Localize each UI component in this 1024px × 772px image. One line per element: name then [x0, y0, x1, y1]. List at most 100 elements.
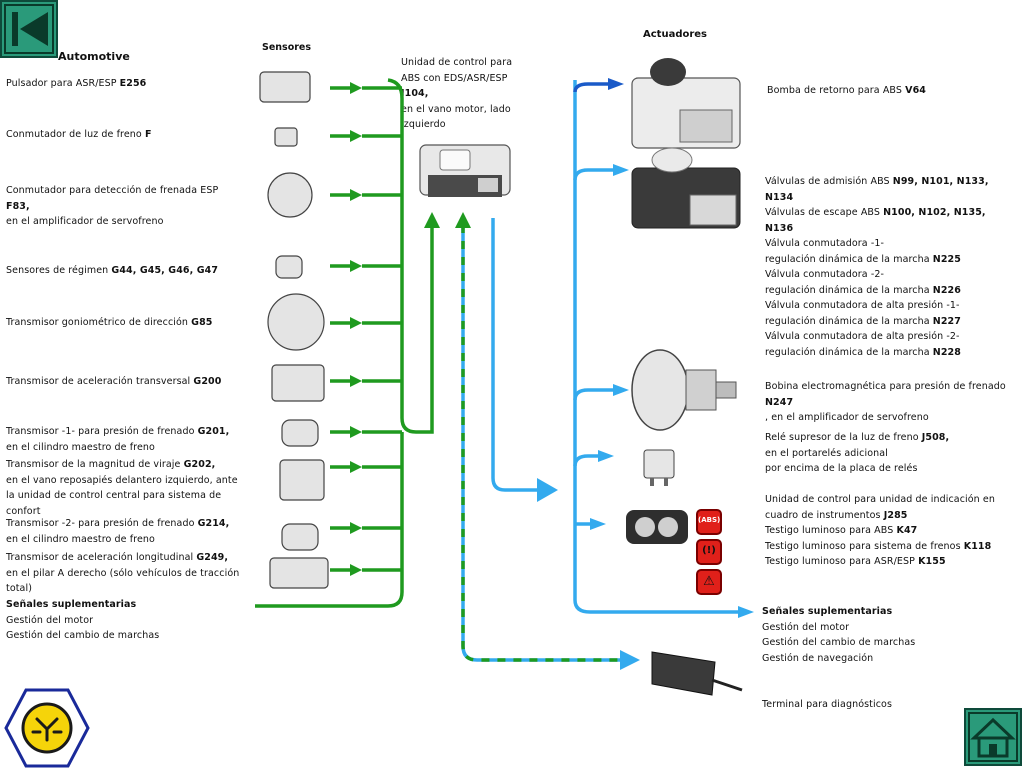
- control-unit-line: izquierdo: [401, 119, 446, 130]
- actuator-text: Válvulas de escape ABS: [765, 207, 884, 218]
- arrow-to-additional-signals: [738, 606, 754, 618]
- sensor-label-line: Gestión del cambio de marchas: [6, 628, 159, 644]
- back-button[interactable]: [0, 0, 58, 58]
- actuator-text: regulación dinámica de la marcha: [765, 253, 933, 265]
- actuator-code: K118: [963, 540, 992, 552]
- actuator-label: Terminal para diagnósticos: [762, 697, 892, 713]
- sensor-label-line: Gestión del motor: [6, 613, 159, 629]
- sensor-label-line: Transmisor -2- para presión de frenado G…: [6, 516, 229, 532]
- actuator-bus: [491, 80, 740, 614]
- control-unit-line: Unidad de control para: [401, 57, 513, 68]
- actuator-label-line: Testigo luminoso para ABS K47: [765, 523, 995, 539]
- sensor-code: G249,: [196, 552, 229, 563]
- arrow-diagnostic-up: [455, 212, 471, 228]
- actuator-code: N134: [765, 191, 794, 203]
- title-partial: Automotive: [58, 50, 130, 63]
- arrow-to-control-unit: [424, 212, 440, 228]
- brake-booster-image: [631, 349, 737, 431]
- sensor-label-line: Transmisor de aceleración transversal G2…: [6, 374, 221, 390]
- control-unit-line: en el vano motor, lado: [401, 103, 511, 115]
- actuator-text: Testigo luminoso para ASR/ESP: [765, 556, 919, 567]
- sensor-code: G202,: [183, 459, 216, 470]
- back-triangle-icon: [0, 0, 58, 58]
- actuator-code: K155: [918, 556, 946, 567]
- actuator-label-line: , en el amplificador de servofreno: [765, 410, 1006, 426]
- actuator-text: Válvula conmutadora de alta presión -1-: [765, 300, 960, 311]
- actuator-label-line: Unidad de control para unidad de indicac…: [765, 492, 995, 508]
- sensor-text: Transmisor de la magnitud de viraje: [6, 459, 184, 470]
- actuator-label-line: Válvula conmutadora de alta presión -1-: [765, 298, 989, 314]
- sensor-text: Transmisor goniométrico de dirección: [6, 317, 192, 328]
- actuator-code: J508,: [921, 432, 950, 443]
- lateral-accel-sensor-image: [271, 364, 325, 402]
- sensor-arrow-head: [350, 461, 362, 473]
- sensor-text: Transmisor de aceleración longitudinal: [6, 552, 197, 563]
- sensor-code: G200: [193, 376, 222, 387]
- sensor-text: en el cilindro maestro de freno: [6, 533, 155, 545]
- control-unit-line: ABS con EDS/ASR/ESP: [401, 72, 508, 84]
- actuator-code: N100, N102, N135,: [883, 207, 986, 218]
- actuator-code: N228: [932, 346, 961, 358]
- actuator-text: Testigo luminoso para ABS: [765, 525, 897, 536]
- brake-warning-light-icon: (!): [696, 539, 722, 565]
- sensor-text: Pulsador para ASR/ESP: [6, 78, 120, 89]
- sensor-label-line: Señales suplementarias: [6, 597, 159, 613]
- sensor-arrow-head: [350, 426, 362, 438]
- actuator-text: Válvula conmutadora -2-: [765, 269, 885, 280]
- sensor-text: Conmutador de luz de freno: [6, 129, 145, 140]
- sensor-text: confort: [6, 505, 41, 517]
- actuators-header: Actuadores: [643, 29, 708, 40]
- abs-warning-light-icon: (ABS): [696, 509, 722, 535]
- sensor-label: Transmisor de la magnitud de viraje G202…: [6, 457, 238, 519]
- sensor-label-line: en el amplificador de servofreno: [6, 214, 218, 230]
- sensor-label: Sensores de régimen G44, G45, G46, G47: [6, 263, 218, 279]
- sensor-label-line: Conmutador de luz de freno F: [6, 127, 152, 143]
- sensor-label-line: total): [6, 581, 239, 597]
- diagnostic-line: [461, 225, 620, 662]
- arrow-to-return-pump: [608, 78, 624, 90]
- actuator-label: Válvulas de admisión ABS N99, N101, N133…: [765, 174, 989, 360]
- sensor-text: en el amplificador de servofreno: [6, 216, 164, 227]
- steering-angle-sensor-image: [267, 293, 325, 351]
- actuator-text: Válvula conmutadora de alta presión -2-: [765, 331, 960, 342]
- actuator-label: Relé supresor de la luz de freno J508, en…: [765, 430, 949, 477]
- actuator-label-line: Bomba de retorno para ABS V64: [767, 83, 926, 99]
- brake-detect-switch-image: [267, 172, 313, 218]
- sensor-arrow-head: [350, 189, 362, 201]
- arrow-to-instrument-unit: [590, 518, 606, 530]
- sensor-arrow-head: [350, 564, 362, 576]
- actuator-label-line: Testigo luminoso para sistema de frenos …: [765, 539, 995, 555]
- actuator-code: N247: [765, 396, 794, 408]
- actuator-label-line: en el portarelés adicional: [765, 446, 949, 462]
- actuator-label-line: regulación dinámica de la marcha N227: [765, 314, 989, 330]
- steering-logo-icon: [4, 688, 90, 768]
- sensor-label: Transmisor goniométrico de dirección G85: [6, 315, 213, 331]
- sensor-label-line: F83,: [6, 199, 218, 215]
- actuator-label-line: Señales suplementarias: [762, 604, 915, 620]
- sensor-label-line: Transmisor de aceleración longitudinal G…: [6, 550, 239, 566]
- sensor-text: total): [6, 583, 33, 594]
- sensor-arrow-head: [350, 130, 362, 142]
- actuator-text: Relé supresor de la luz de freno: [765, 432, 922, 443]
- actuator-text: regulación dinámica de la marcha: [765, 284, 933, 296]
- sensor-text: en el vano reposapiés delantero izquierd…: [6, 474, 238, 486]
- arrow-to-valves: [613, 164, 629, 176]
- yaw-rate-sender-image: [279, 459, 325, 501]
- esp-symbol: ⚠: [703, 574, 715, 589]
- actuator-text: cuadro de instrumentos: [765, 509, 884, 521]
- actuator-text: Terminal para diagnósticos: [762, 699, 893, 710]
- sensor-images: [259, 71, 329, 589]
- actuator-code: N225: [932, 253, 961, 265]
- sensor-label-line: Conmutador para detección de frenada ESP: [6, 183, 218, 199]
- home-button[interactable]: [964, 708, 1022, 766]
- actuator-label: Unidad de control para unidad de indicac…: [765, 492, 995, 570]
- sensor-label-line: Transmisor de la magnitud de viraje G202…: [6, 457, 238, 473]
- sensor-label-line: Transmisor -1- para presión de frenado G…: [6, 424, 229, 440]
- sensor-code: G201,: [197, 426, 230, 437]
- sensor-label: Conmutador de luz de freno F: [6, 127, 152, 143]
- actuator-label-line: Válvula conmutadora -2-: [765, 267, 989, 283]
- sensor-arrow-head: [350, 260, 362, 272]
- actuator-code: N99, N101, N133,: [892, 176, 989, 187]
